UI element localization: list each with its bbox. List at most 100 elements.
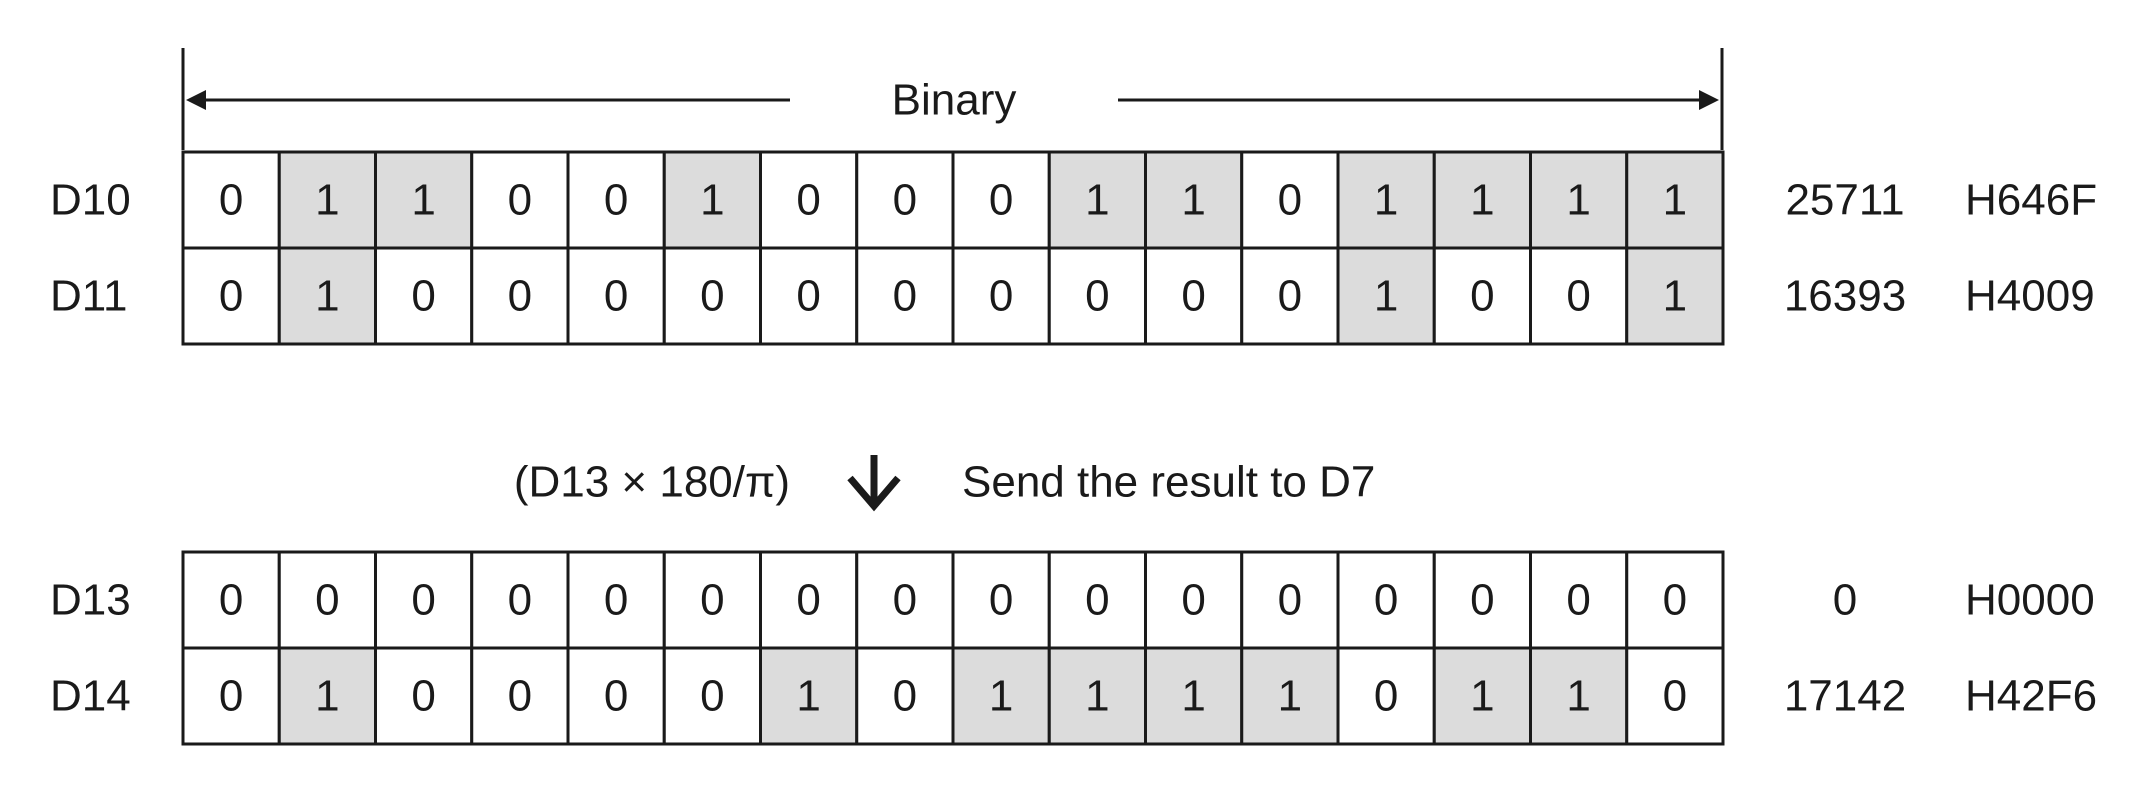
bit-value: 1 [1181,176,1205,225]
bit-value: 0 [1085,576,1109,625]
bit-value: 0 [604,672,628,721]
bit-value: 0 [508,272,532,321]
arrow-down-icon [847,455,901,512]
bit-cell [1240,646,1340,746]
hex-value: H4009 [1965,272,2095,321]
bit-cell [566,246,666,346]
bit-value: 0 [796,272,820,321]
bit-value: 1 [1181,672,1205,721]
bit-cell [1336,646,1436,746]
bit-value: 1 [796,672,820,721]
bit-cell [181,150,281,250]
bit-cell [855,246,955,346]
bit-cell [1529,550,1629,650]
bit-cell [951,646,1051,746]
bit-cell [566,550,666,650]
bit-value: 0 [508,176,532,225]
bit-cell [1625,150,1725,250]
bit-cell [1144,150,1244,250]
bit-value: 0 [796,576,820,625]
bit-value: 0 [1278,576,1302,625]
bit-cell [374,646,474,746]
bit-value: 0 [604,272,628,321]
bit-cell [1144,646,1244,746]
hex-value: H0000 [1965,576,2095,625]
bit-value: 0 [700,672,724,721]
bit-value: 1 [1278,672,1302,721]
register-name: D11 [50,272,127,321]
bit-value: 1 [1470,176,1494,225]
binary-span-indicator: Binary [181,48,1724,150]
bit-value: 0 [604,176,628,225]
bit-value: 0 [1085,272,1109,321]
bit-value: 0 [893,272,917,321]
bit-value: 0 [1470,272,1494,321]
bit-value: 1 [1663,176,1687,225]
bit-value: 1 [1566,672,1590,721]
bit-cell [374,150,474,250]
operation-line: (D13 × 180/π) Send the result to D7 [514,455,1375,512]
bit-cell [1240,246,1340,346]
bit-cell [662,246,762,346]
bit-value: 1 [1470,672,1494,721]
bit-cell [1625,246,1725,346]
bit-cell [1625,646,1725,746]
bit-value: 0 [989,576,1013,625]
operation-description: Send the result to D7 [962,458,1375,507]
bit-cell [951,550,1051,650]
bit-value: 1 [315,672,339,721]
bit-value: 0 [411,272,435,321]
bit-value: 0 [411,576,435,625]
bit-value: 0 [219,672,243,721]
bit-cell [1529,646,1629,746]
bit-value: 0 [1181,576,1205,625]
decimal-value: 0 [1833,576,1857,625]
bit-value: 0 [1566,576,1590,625]
decimal-value: 17142 [1784,672,1906,721]
bit-value: 0 [604,576,628,625]
bit-value: 0 [219,576,243,625]
bit-value: 0 [1374,576,1398,625]
decimal-value: 25711 [1785,176,1904,225]
bit-cell [759,646,859,746]
bit-value: 0 [796,176,820,225]
bit-value: 1 [1085,176,1109,225]
decimal-value: 16393 [1784,272,1906,321]
register-name: D14 [50,672,131,721]
bit-cell [662,646,762,746]
bit-value: 0 [508,672,532,721]
bit-cell [1047,646,1147,746]
bit-cell [1336,550,1436,650]
bit-cell [1047,150,1147,250]
bit-value: 1 [989,672,1013,721]
bit-value: 0 [893,176,917,225]
bit-cell [1240,150,1340,250]
bit-value: 0 [411,672,435,721]
binary-label: Binary [892,76,1017,125]
hex-value: H646F [1965,176,2097,225]
bit-value: 1 [315,272,339,321]
bit-value: 0 [219,176,243,225]
bit-value: 0 [1663,576,1687,625]
bit-value: 0 [508,576,532,625]
bit-cell [1240,550,1340,650]
bit-value: 1 [700,176,724,225]
operation-expression: (D13 × 180/π) [514,458,790,507]
binary-span-right-arrowhead [1699,90,1719,110]
bit-value: 0 [1470,576,1494,625]
bit-value: 0 [315,576,339,625]
bit-value: 0 [219,272,243,321]
bit-value: 0 [989,176,1013,225]
bit-value: 0 [893,672,917,721]
bit-cell [1432,246,1532,346]
hex-value: H42F6 [1965,672,2097,721]
bit-cell [1144,246,1244,346]
bit-cell [1432,646,1532,746]
bit-value: 1 [1663,272,1687,321]
bit-value: 0 [700,576,724,625]
